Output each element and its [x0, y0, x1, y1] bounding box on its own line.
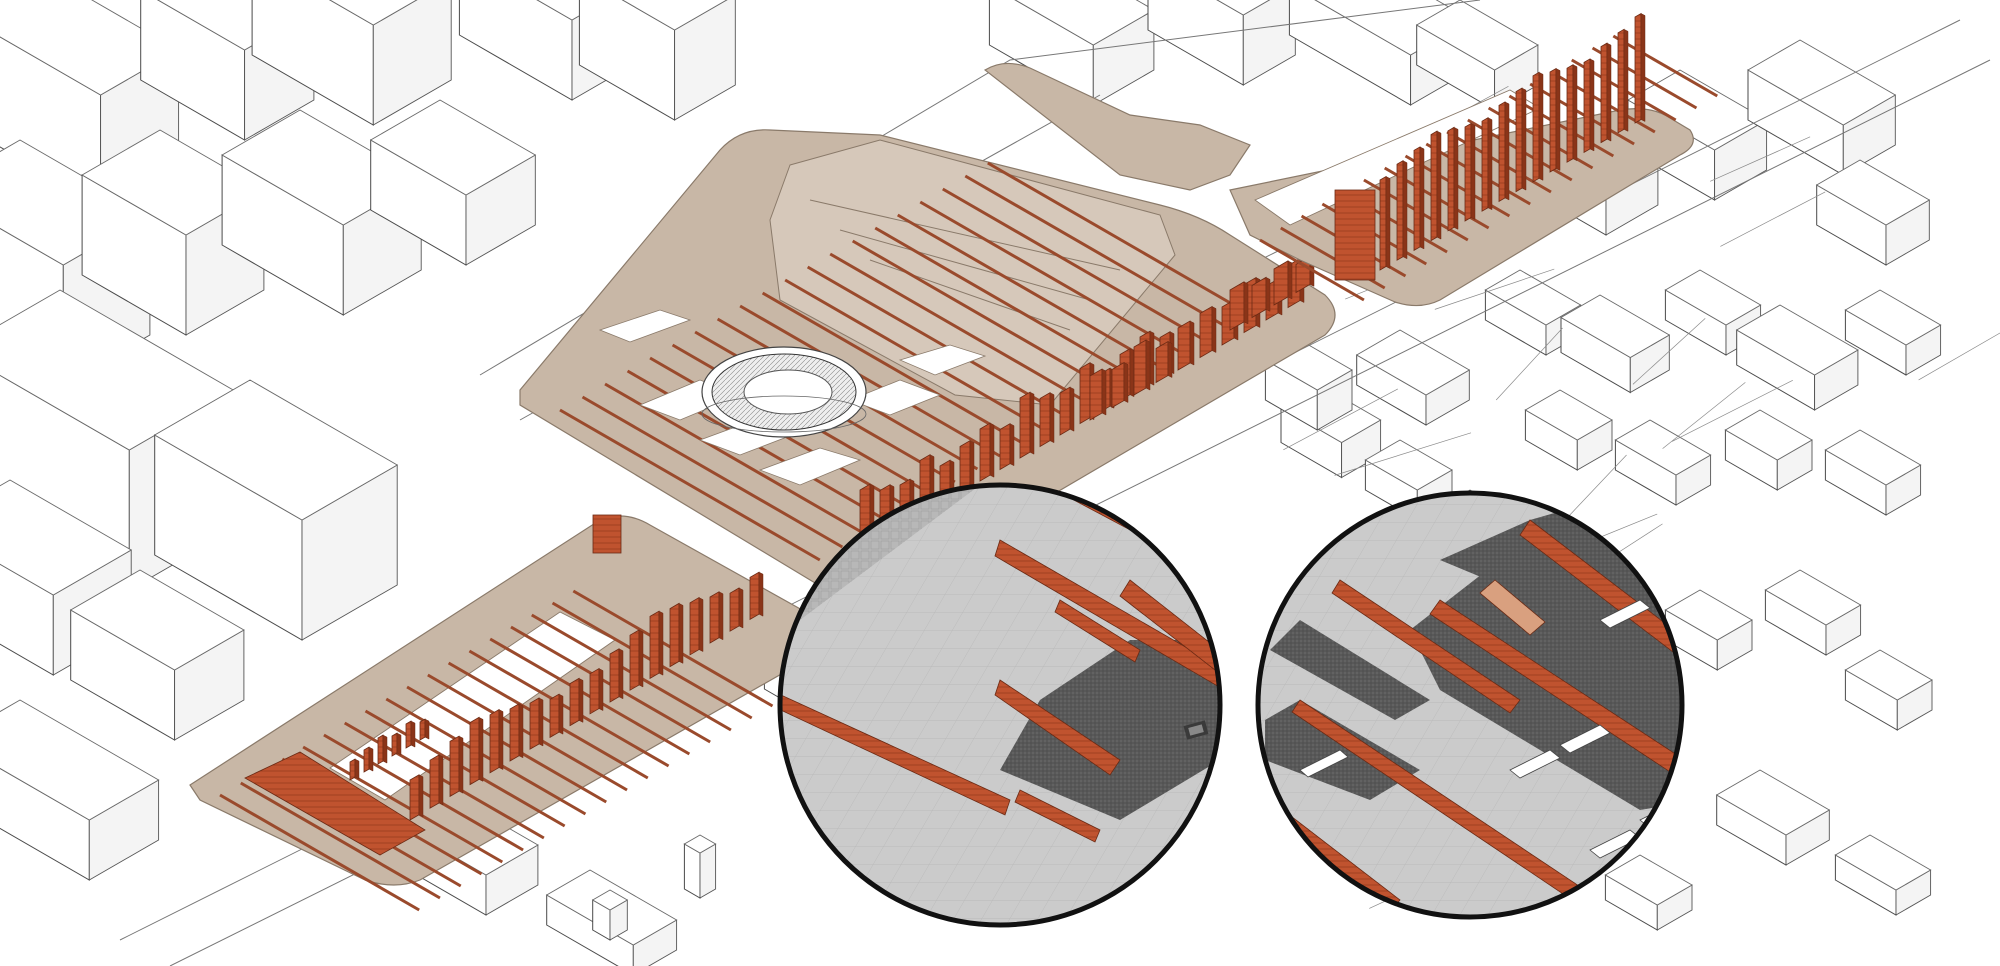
detail-view-right [1255, 490, 1685, 920]
north-east-strip [983, 12, 1718, 307]
central-brick-walls [859, 255, 1315, 551]
oculus [701, 346, 867, 438]
south-brick-walls [349, 571, 764, 821]
south-plaza [189, 514, 831, 912]
north-east-brick-walls [1379, 12, 1646, 271]
central-plaza [519, 129, 1336, 599]
